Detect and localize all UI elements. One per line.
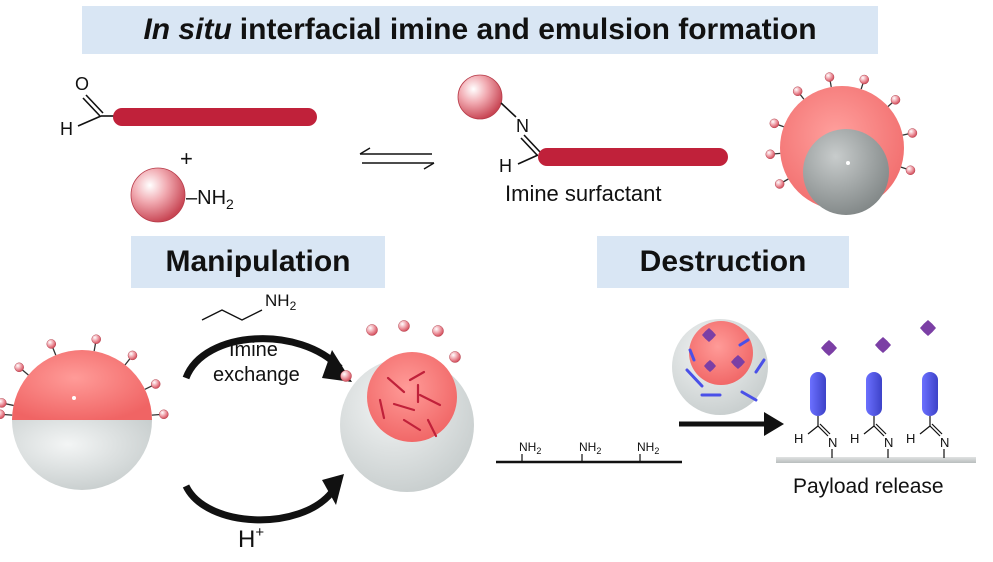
aldehyde-o-label: O [75,74,89,94]
anchored-n-label: N [884,435,893,450]
released-amine-beads [340,320,461,382]
surfactant-head [824,72,835,82]
surfactant-rod [408,370,426,382]
amine-bead: –NH2 [130,167,234,223]
surfactant-head [91,334,101,344]
surfactant-rod [426,418,438,438]
surface-nh2-label: NH2 [519,440,541,456]
surface-nh2-label: NH2 [637,440,659,456]
propylamine: NH2 [201,291,297,321]
payload-blob [875,337,891,353]
imine-n-label: N [516,116,529,136]
imine-exchange-line2: exchange [213,364,300,386]
amine-nh-label: –NH2 [186,187,234,212]
acid-label: H+ [238,524,264,553]
dissolved-surfactant-rods [378,370,442,438]
blue-rod [738,338,750,347]
surfactant-head [14,362,24,373]
surface-nh2-label: NH2 [579,440,601,456]
destruction-banner: Destruction [597,236,849,288]
surfactant-head [159,409,169,420]
payload-blob [821,340,837,356]
anchored-rod [810,372,826,416]
amine-surface: NH2 NH2 NH2 [496,440,682,464]
surfactant-head [0,409,5,420]
surfactant-head [127,350,138,361]
surfactant-head [46,339,57,349]
anchored-n-label: N [940,435,949,450]
payload-blob [702,328,716,342]
surfactant-rod [402,418,422,432]
imine-surfactant: N H [457,74,728,176]
surfactant-head [907,128,918,138]
released-payload [821,320,936,356]
imine-surfactant-label: Imine surfactant [505,181,662,206]
imine-h-label: H [499,156,512,176]
imine-exchange-line1: Imine [229,339,278,361]
surfactant-head [765,149,776,160]
surfactant-head [769,118,780,129]
surfactant-head [905,165,916,175]
title-italic: In situ [143,13,232,46]
anchored-h-label: H [906,431,915,446]
acid-curved-arrow [182,484,335,524]
surfactant-head [890,95,901,105]
aldehyde-molecule: O H [60,74,317,139]
surfactant-head [859,74,869,85]
surfactant-head [774,179,785,189]
aldehyde-h-label: H [60,119,73,139]
surfactant-rod [418,393,442,407]
anchored-rod [922,372,938,416]
surfactant-rod [392,402,416,412]
imine-tail [538,148,728,166]
half-janus-droplet [0,334,169,490]
surfactant-head [150,379,161,389]
blue-rod [688,348,696,362]
title-text: interfacial imine and emulsion formation [239,13,817,46]
blue-rod [754,358,766,374]
surfactant-head [792,86,803,97]
surfactant-rod [386,376,406,394]
anchored-n-label: N [828,435,837,450]
surface-amine-groups: NH2 NH2 NH2 [519,440,659,462]
surfactant-spikes [765,72,918,189]
oil-core [367,352,457,442]
blue-surfactant-rods [685,338,766,402]
anchored-h-label: H [794,431,803,446]
equilibrium-arrow [359,147,435,170]
free-bead [366,324,378,336]
title-banner: In situ interfacial imine and emulsion f… [82,6,878,54]
payload-droplet [672,319,768,415]
anchored-rod [866,372,882,416]
manipulation-banner: Manipulation [131,236,385,288]
payload-inside [702,328,745,372]
free-bead [432,325,444,337]
emulsion-droplet [765,72,918,215]
surfactant-head [0,398,7,408]
payload-blob [731,355,745,369]
propylamine-label: NH2 [265,291,297,313]
free-bead [449,351,461,363]
payload-blob [920,320,936,336]
free-bead [398,320,410,332]
anchored-h-label: H [850,431,859,446]
blue-rod [685,368,704,388]
free-bead [340,370,352,382]
inverted-droplet [340,352,474,492]
plus-sign: + [180,146,193,171]
water-core [803,129,889,215]
payload-release-label: Payload release [793,475,944,498]
blue-rod [740,390,758,402]
alkyl-tail [113,108,317,126]
payload-blob [704,360,716,372]
forward-curved-arrow [182,335,343,380]
half-droplet-spikes [0,334,169,420]
surfactant-rod [378,398,386,420]
